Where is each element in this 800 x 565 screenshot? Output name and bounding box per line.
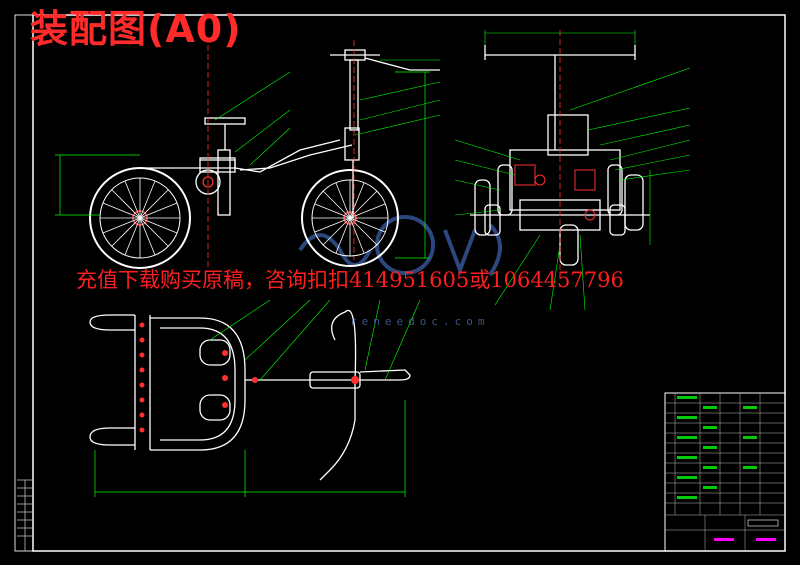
watermark-logo: [298, 215, 502, 277]
left-margin-strips: [17, 479, 33, 551]
side-dimensions: [55, 71, 430, 259]
top-view-leaders: [209, 299, 421, 381]
front-wheel: [301, 169, 399, 267]
front-view-leaders: [454, 30, 691, 311]
top-view-dimensions: [94, 400, 406, 497]
side-view: [55, 40, 441, 270]
watermark-text: reneedoc.com: [350, 315, 490, 328]
inner-frame: [32, 14, 786, 552]
rear-wheel: [89, 167, 191, 269]
top-view-red-parts: [139, 322, 359, 433]
side-centerlines: [207, 40, 355, 270]
front-view-red-parts: [514, 164, 596, 221]
front-view: [454, 30, 691, 311]
purchase-notice: 充值下载购买原稿，咨询扣扣414951605或1064457796: [76, 268, 624, 292]
top-view: [89, 299, 421, 497]
side-leaders: [214, 59, 441, 166]
title-block: [664, 392, 786, 552]
drawing-title: 装配图(A0): [30, 7, 242, 51]
